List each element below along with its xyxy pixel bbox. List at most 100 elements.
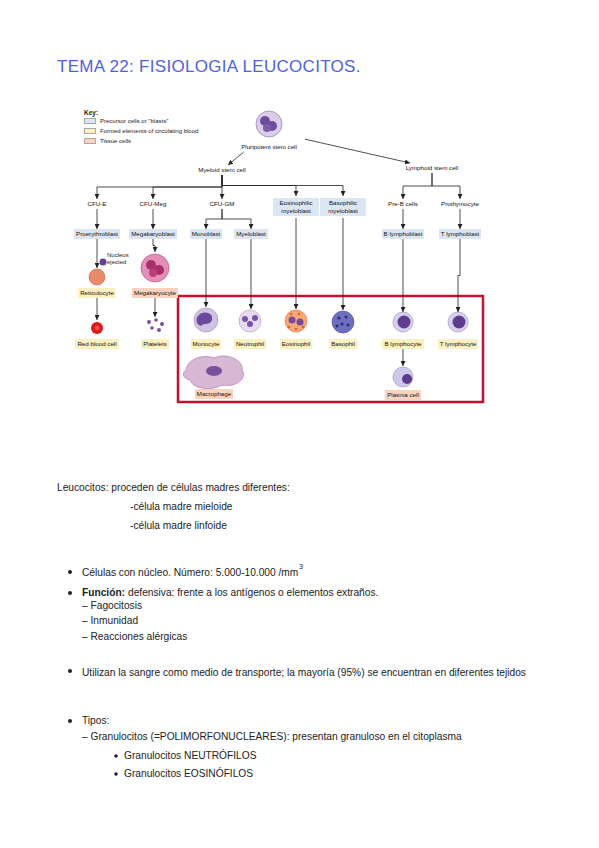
body-text: -célula madre linfoide (130, 520, 227, 532)
lineage-arrow (153, 209, 154, 229)
cell-label-box: Monoblast (188, 229, 224, 239)
body-text: -célula madre mieloide (130, 501, 233, 513)
basophil-granule (346, 323, 349, 326)
cell-name: B lymphocyte (382, 339, 423, 349)
body-text: – Reacciones alérgicas (82, 631, 187, 643)
cell-label-box: Basophilic myeloblast (320, 196, 366, 218)
cell-label-box: Megakaryoblast (129, 229, 177, 239)
cell-label-box: Pluripotent stem cell (233, 110, 305, 152)
neutrophil-lobe (247, 321, 253, 327)
cell-name: Myeloblast (234, 229, 268, 239)
body-text: – Fagocitosis (82, 600, 142, 612)
megakaryocyte-cell (141, 254, 169, 282)
eosinophil-granule (290, 313, 293, 316)
bullet (68, 669, 72, 673)
platelet (154, 318, 158, 322)
cell-label-box: Eosinophilic myeloblast (273, 196, 319, 218)
cell-label-box: Platelets (137, 317, 173, 349)
legend: Precursor cells or "blasts"Formed elemen… (84, 116, 198, 146)
cell-label-box: Pre-B cells (384, 199, 422, 209)
cell-label-box: Proerythroblast (73, 229, 121, 239)
cell-label-box: Monocyte (187, 307, 225, 349)
cell-label-box: Reticulocyte (76, 268, 118, 298)
lineage-arrow (153, 175, 222, 199)
basophil-granule (335, 324, 338, 327)
lineage-arrow (222, 209, 251, 229)
platelet (147, 320, 151, 324)
lineage-arrow (403, 173, 432, 199)
cell-name: Monoblast (190, 229, 223, 239)
lineage-arrow (296, 218, 297, 309)
cell-name: Eosinophilic myeloblast (273, 198, 319, 216)
lineage-arrow (343, 218, 344, 310)
cell-label-box: CFU-Meg (135, 199, 171, 209)
cell-label-box: Lymphoid stem cell (403, 163, 461, 173)
stem-cell-body (256, 111, 282, 137)
ejected-nucleus (100, 259, 107, 266)
cell-label-box: Prothymocyte (438, 199, 482, 209)
monocyte-cell (194, 308, 218, 332)
bullet (68, 591, 72, 595)
cell-label-box: Myeloid stem cell (194, 165, 250, 175)
reticulocyte-cell (89, 269, 105, 285)
legend-swatch (84, 138, 96, 144)
b-lymphocyte-cell (393, 312, 413, 332)
cell-label-box: Megakaryocyte (130, 252, 180, 298)
basophil-granule (340, 322, 343, 325)
cell-label-box: Plasma cell (382, 366, 424, 400)
cell-name: Proerythroblast (74, 229, 120, 239)
page-title: TEMA 22: FISIOLOGIA LEUCOCITOS. (57, 57, 361, 77)
t-lymphocyte-nucleus (453, 316, 466, 329)
cell-label-box: B lymphocyte (379, 312, 427, 349)
eosinophil-granule (302, 326, 305, 329)
cell-name: T lymphoblast (439, 229, 481, 239)
cell-name: Plasma cell (385, 390, 421, 400)
neutrophil-lobe (252, 315, 258, 321)
cell-label-box: B lymphoblast (380, 229, 426, 239)
bullet (68, 719, 72, 723)
basophil-granule (337, 316, 340, 319)
cell-name: Platelets (141, 339, 169, 349)
lineage-arrow (251, 239, 252, 309)
cell-name: Macrophage (195, 389, 233, 399)
legend-text: Formed elements of circulating blood (100, 128, 198, 134)
eosinophil-granule (295, 328, 298, 331)
body-text: – Granulocitos (=POLIMORFONUCLEARES): pr… (82, 731, 462, 743)
cell-name: Pre-B cells (386, 199, 420, 209)
t-lymphocyte-cell (448, 312, 468, 332)
cell-label-box: T lymphoblast (437, 229, 483, 239)
lineage-arrow (403, 209, 404, 229)
cell-name: CFU-Meg (138, 199, 169, 209)
cell-name: T lymphocyte (438, 339, 479, 349)
cell-label-box: Red blood cell (74, 320, 120, 349)
diagram-note: Nucleus ejected (107, 252, 133, 266)
cell-label-box: CFU-E (81, 199, 113, 209)
lineage-arrow (155, 298, 156, 317)
lineage-arrow (403, 239, 404, 312)
cell-name: Prothymocyte (439, 199, 481, 209)
lineage-arrow (97, 298, 98, 320)
body-text: Leucocitos: proceden de células madres d… (57, 482, 290, 494)
lineage-arrow (97, 175, 222, 199)
eosinophil-granule (288, 326, 291, 329)
neutrophil-cell (239, 310, 261, 332)
monocyte-nucleus (197, 313, 213, 326)
basophil-cell (332, 311, 354, 333)
body-text: defensiva: frente a los antígenos o elem… (128, 587, 378, 599)
cell-name: Monocyte (191, 339, 222, 349)
cell-label-box: Myeloblast (232, 229, 270, 239)
cell-label-box: T lymphocyte (434, 312, 482, 349)
cell-name: Megakaryoblast (129, 229, 177, 239)
platelet (150, 326, 154, 330)
lineage-arrow (222, 175, 223, 199)
leukocyte-frame (178, 296, 483, 402)
lineage-arrow (222, 175, 296, 196)
lineage-arrow (458, 239, 460, 312)
cell-name: Pluripotent stem cell (239, 142, 299, 152)
cell-name: Eosinophil (280, 339, 313, 349)
bullet (68, 570, 72, 574)
lineage-arrow (206, 239, 207, 307)
cell-name: Megakaryocyte (132, 288, 178, 298)
